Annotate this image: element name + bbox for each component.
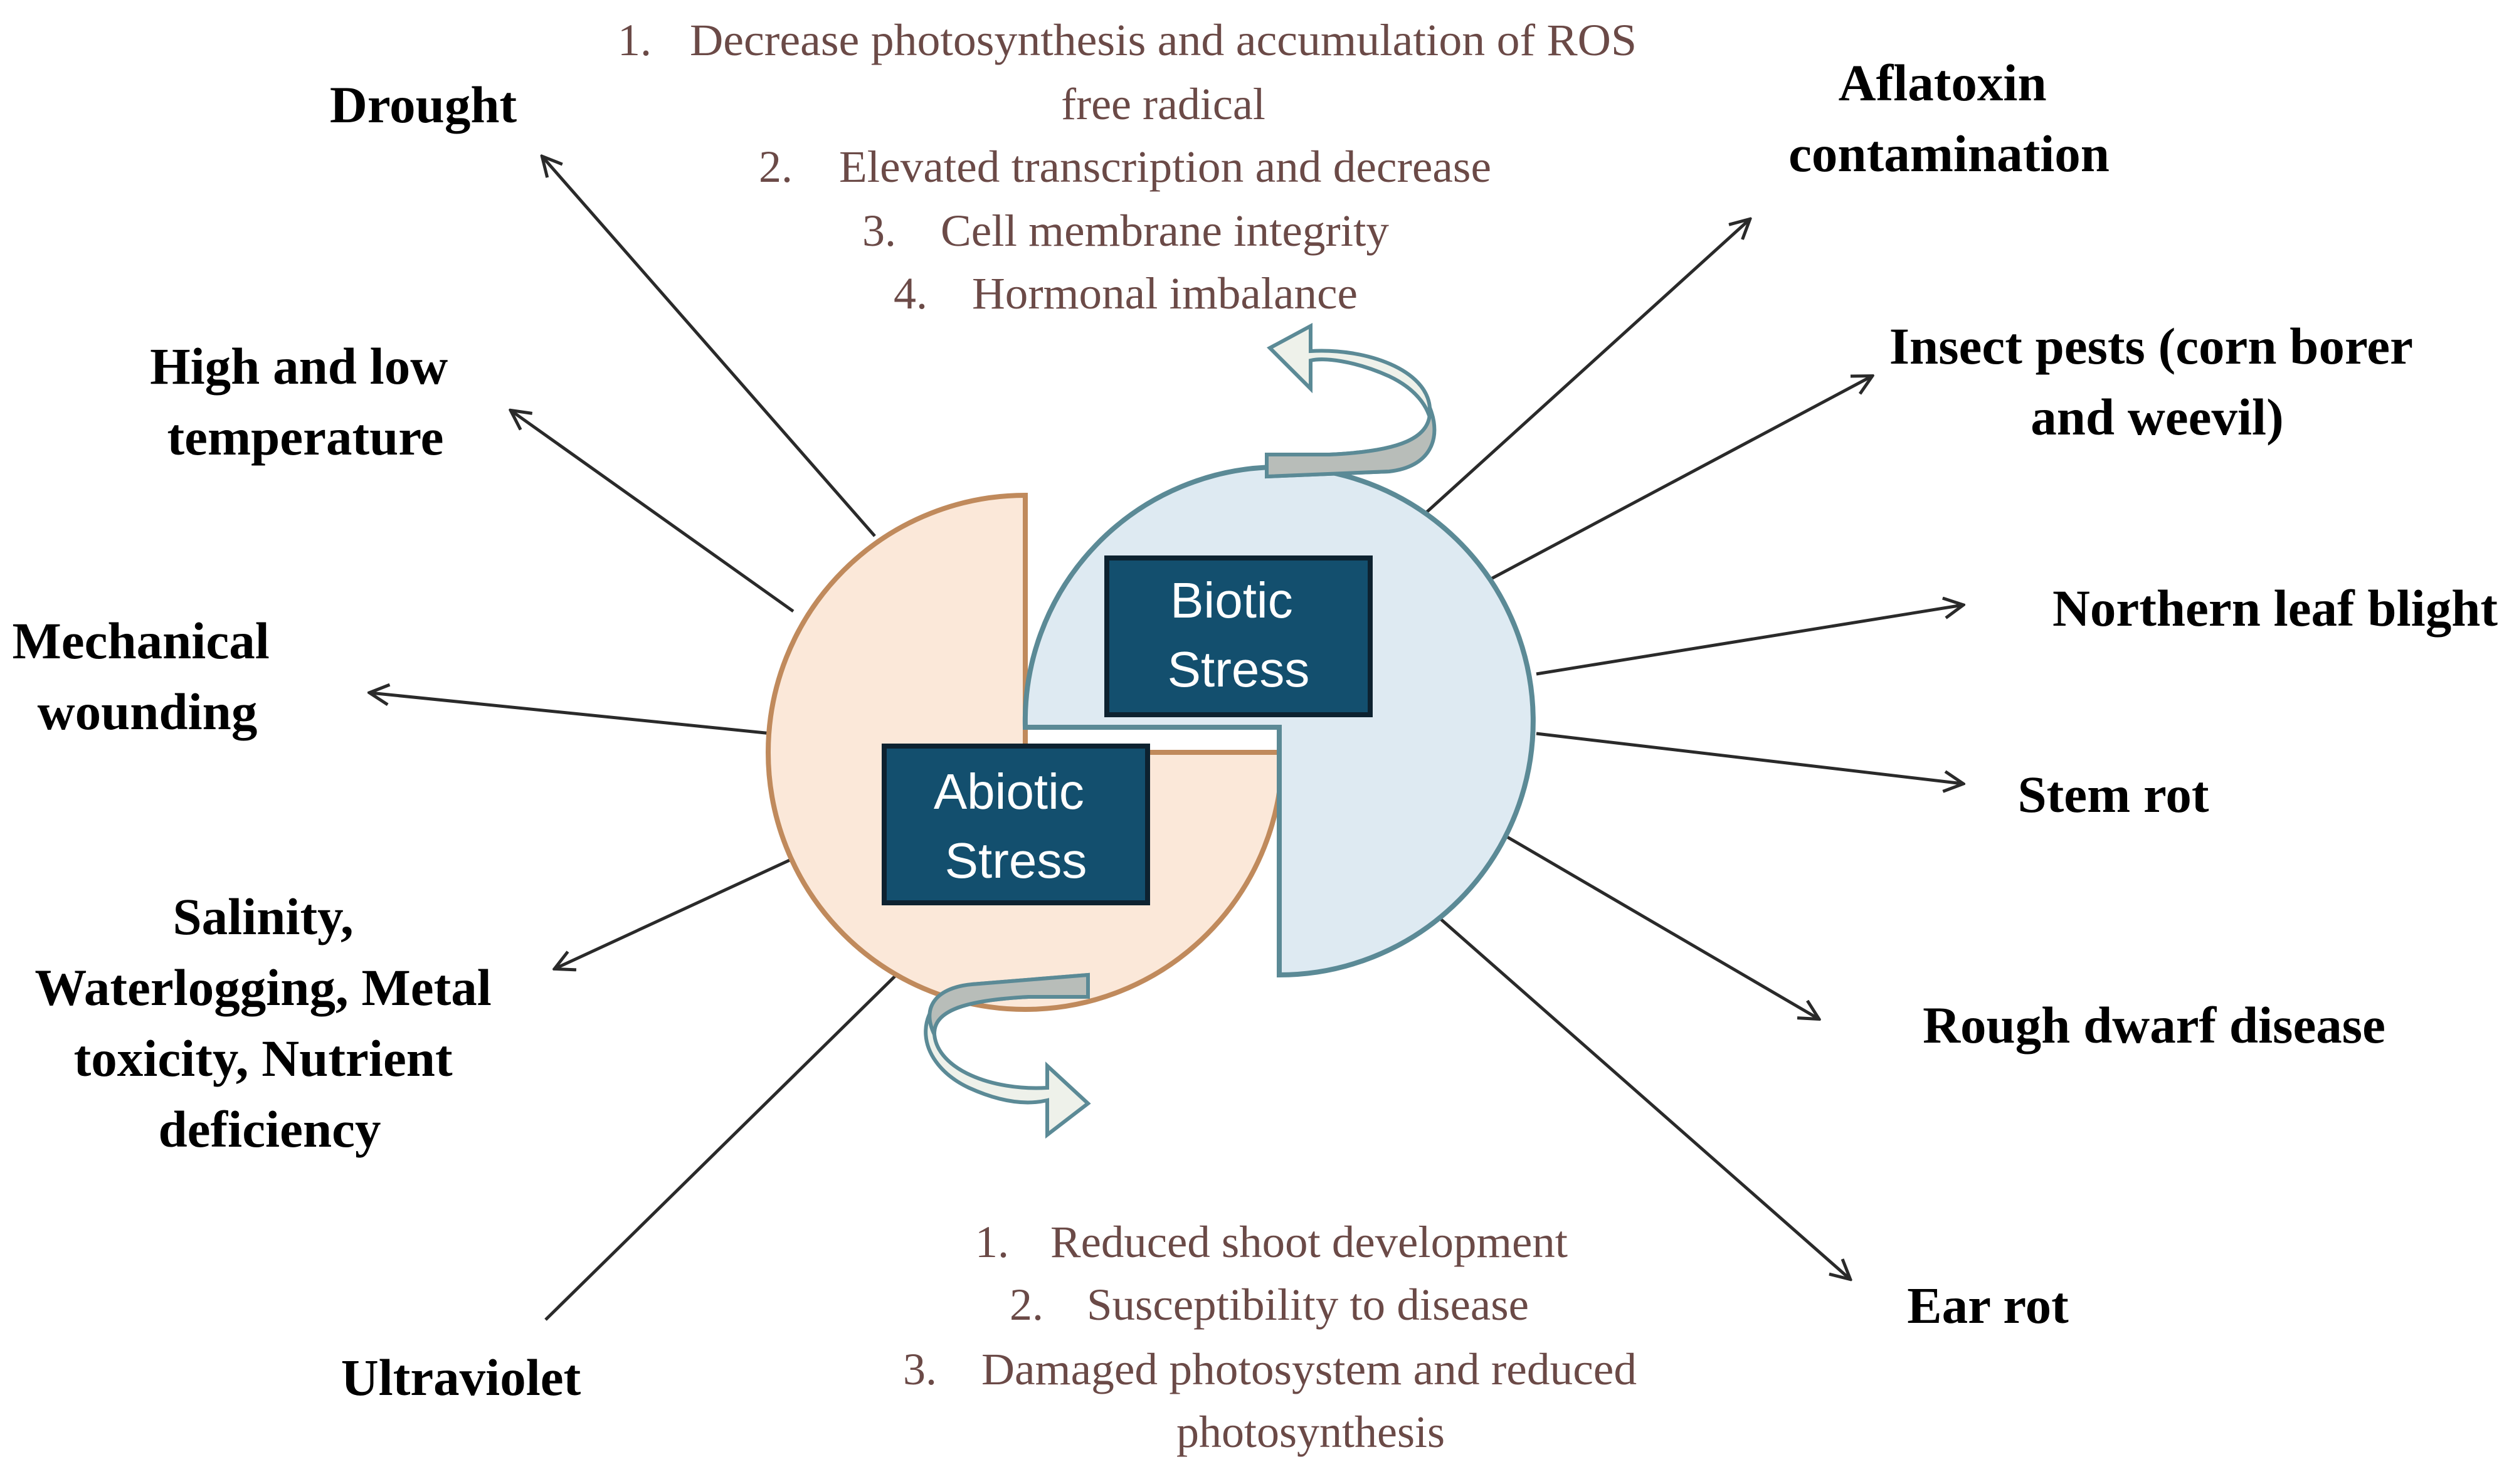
factor-insect-pests: Insect pests (corn borer and weevil)	[1889, 317, 2425, 446]
factor-line: wounding	[38, 683, 258, 740]
biotic-stress-label: Biotic Stress	[1168, 572, 1310, 697]
top-effect-text: Hormonal imbalance	[972, 268, 1358, 318]
arrow-rough-dwarf	[1501, 832, 1819, 1019]
top-effect-text: Cell membrane integrity	[941, 206, 1389, 256]
biotic-stress-box	[1104, 555, 1373, 717]
bottom-curved-arrow	[924, 972, 1091, 1139]
bottom-effect-number: 1.	[975, 1217, 1009, 1267]
arrow-stem-rot	[1536, 732, 1963, 784]
arrow-wounding	[370, 693, 772, 735]
factor-line: Drought	[330, 76, 517, 134]
bottom-effect-text: Reduced shoot development	[1050, 1217, 1568, 1267]
factor-line: Waterlogging, Metal	[34, 959, 491, 1016]
abiotic-label-line: Stress	[945, 833, 1087, 888]
biotic-arrows	[1413, 219, 1963, 1279]
bottom-effects-list: 1. Reduced shoot development 2. Suscepti…	[903, 1217, 1637, 1457]
factor-line: Stem rot	[2017, 766, 2209, 823]
factor-line: Ear rot	[1907, 1276, 2069, 1334]
factor-line: toxicity, Nutrient	[74, 1029, 453, 1087]
abiotic-label-line: Abiotic	[934, 764, 1084, 819]
factor-aflatoxin: Aflatoxin contamination	[1788, 54, 2110, 182]
abiotic-stress-label: Abiotic Stress	[934, 764, 1098, 888]
arrow-insect-pests	[1482, 376, 1872, 585]
top-effects-list: 1. Decrease photosynthesis and accumulat…	[618, 15, 1637, 318]
arrow-ear-rot	[1432, 911, 1850, 1279]
bottom-effect-text: Damaged photosystem and reduced	[981, 1344, 1637, 1394]
top-effect-number: 2.	[759, 142, 793, 192]
top-effect-number: 4.	[894, 268, 927, 318]
factor-line: and weevil)	[2031, 388, 2283, 446]
top-effect-text: Decrease photosynthesis and accumulation…	[690, 15, 1637, 65]
top-curved-arrow	[1265, 322, 1437, 479]
arrow-drought	[542, 157, 876, 537]
factor-line: contamination	[1788, 125, 2110, 182]
factor-rough-dwarf: Rough dwarf disease	[1923, 996, 2385, 1054]
factor-wounding: Mechanical wounding	[12, 612, 282, 740]
arrow-ultraviolet	[544, 949, 923, 1321]
top-effect-number: 1.	[618, 15, 652, 65]
factor-salinity: Salinity, Waterlogging, Metal toxicity, …	[34, 888, 504, 1158]
factor-line: Ultraviolet	[341, 1349, 581, 1406]
biotic-label-line: Stress	[1168, 641, 1310, 697]
factor-line: Aflatoxin	[1839, 54, 2047, 112]
factor-line: Rough dwarf disease	[1923, 996, 2385, 1054]
top-effect-text: Elevated transcription and decrease	[839, 142, 1491, 192]
arrow-salinity	[555, 851, 807, 969]
factor-temperature: High and low temperature	[150, 337, 461, 466]
bottom-effect-text: Susceptibility to disease	[1087, 1280, 1529, 1330]
factor-stem-rot: Stem rot	[2017, 766, 2209, 823]
factor-line: Mechanical	[12, 612, 269, 670]
abiotic-stress-box	[882, 744, 1150, 905]
factor-line: Salinity,	[172, 888, 353, 945]
bottom-effect-text: photosynthesis	[1176, 1407, 1445, 1457]
arrow-aflatoxin	[1413, 219, 1750, 525]
arrow-temperature	[511, 411, 795, 613]
bottom-effect-number: 3.	[903, 1344, 937, 1394]
factor-line: Northern leaf blight	[2052, 579, 2498, 637]
top-effect-text: free radical	[1061, 79, 1265, 129]
abiotic-arrows	[370, 157, 923, 1321]
factor-drought: Drought	[330, 76, 517, 134]
arrow-leaf-blight	[1536, 605, 1963, 676]
factor-line: temperature	[167, 408, 444, 466]
factor-line: High and low	[150, 337, 448, 395]
factor-ultraviolet: Ultraviolet	[341, 1349, 581, 1406]
factor-leaf-blight: Northern leaf blight	[2052, 579, 2498, 637]
factor-ear-rot: Ear rot	[1907, 1276, 2069, 1334]
factor-line: Insect pests (corn borer	[1889, 317, 2412, 375]
factor-line: deficiency	[159, 1100, 381, 1158]
biotic-label-line: Biotic	[1170, 572, 1293, 628]
top-effect-number: 3.	[862, 206, 896, 256]
bottom-effect-number: 2.	[1010, 1280, 1043, 1330]
